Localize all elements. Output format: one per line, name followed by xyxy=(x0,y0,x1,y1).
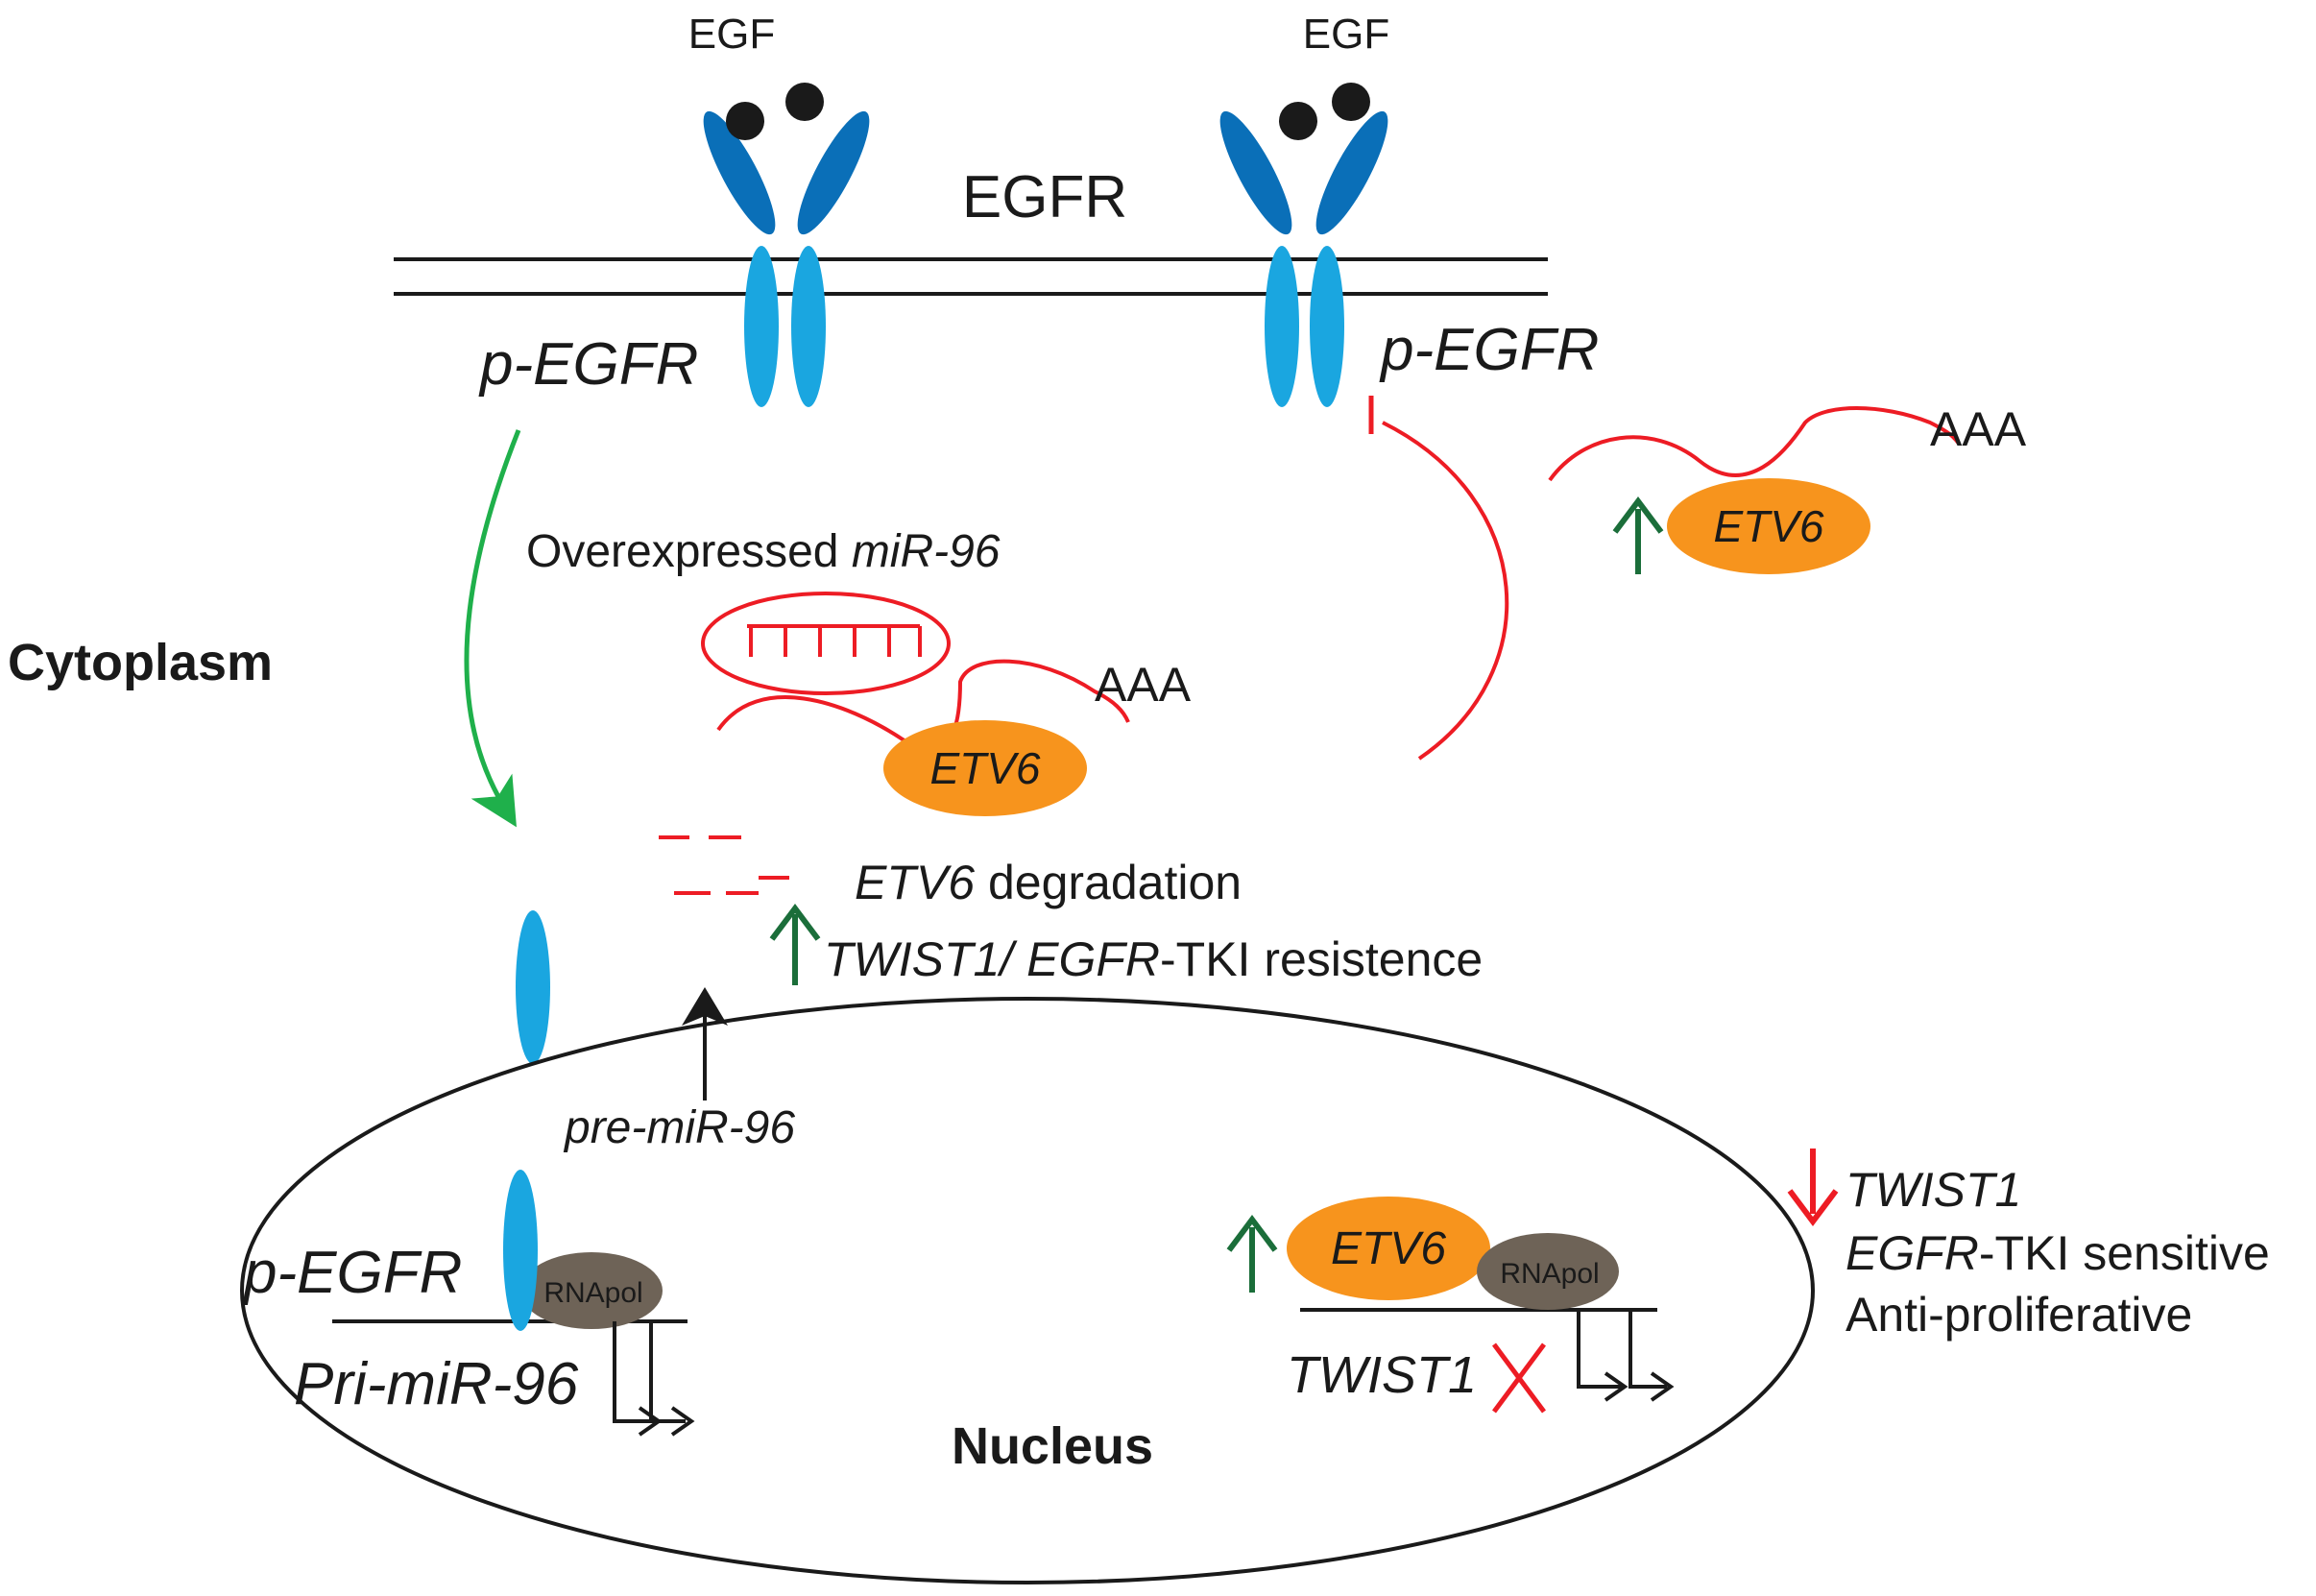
etv6-protein xyxy=(1667,478,1870,574)
tki-sensitive-label: EGFR-TKI sensitive xyxy=(1846,1226,2270,1280)
etv6-mrna-strand xyxy=(716,659,1130,752)
p-egfr-label: p-EGFR xyxy=(478,331,698,398)
cytoplasm-label: Cytoplasm xyxy=(8,634,273,691)
egf-ligand-left xyxy=(726,83,824,140)
twist1-gene-label: TWIST1 xyxy=(1287,1346,1477,1404)
egfr-transmembrane-domain xyxy=(1265,246,1299,407)
twist1-outcome-label: TWIST1 xyxy=(1846,1163,2021,1217)
overexpressed-mirna-label: Overexpressed miR-96 xyxy=(526,526,1001,577)
rna-polymerase xyxy=(520,1252,663,1329)
activation-arrow xyxy=(464,429,521,828)
p-egfr-nuclear xyxy=(503,1170,538,1331)
degraded-mrna-fragments xyxy=(659,835,789,895)
arrow-down-icon xyxy=(1787,1149,1839,1226)
p-egfr-label: p-EGFR xyxy=(1379,317,1599,383)
anti-proliferative-label: Anti-proliferative xyxy=(1846,1288,2192,1342)
etv6-degradation-label: ETV6 degradation xyxy=(855,856,1242,909)
egf-ligand-right xyxy=(1279,83,1370,140)
egfr-transmembrane-domain xyxy=(791,246,826,407)
etv6-mrna-strand xyxy=(1548,406,1961,482)
egfr-label: EGFR xyxy=(962,164,1127,230)
etv6-label: ETV6 xyxy=(1713,501,1823,551)
arrow-up-icon xyxy=(1612,496,1664,574)
mirna-mrna-complex xyxy=(701,592,1130,752)
p-egfr-label: p-EGFR xyxy=(242,1240,462,1306)
bent-arrow-icon xyxy=(613,1321,695,1437)
arrow-up-icon xyxy=(769,904,821,985)
egfr-receptor-left xyxy=(703,110,870,407)
rna-polymerase xyxy=(1477,1233,1619,1310)
arrow-up-icon xyxy=(682,987,728,1026)
mirna-loop xyxy=(701,592,951,695)
cell-membrane xyxy=(394,257,1548,296)
egfr-extracellular-arm xyxy=(703,110,776,235)
bent-arrow-icon xyxy=(1577,1310,1675,1402)
egfr-extracellular-arm xyxy=(1219,110,1292,235)
etv6-label: ETV6 xyxy=(1331,1223,1446,1274)
p-egfr-translocating xyxy=(516,910,550,1064)
etv6-protein xyxy=(1287,1197,1490,1300)
rnapol-label: RNApol xyxy=(543,1277,642,1309)
inhibition-curve xyxy=(1382,421,1509,761)
egfr-receptor-right xyxy=(1219,110,1388,407)
etv6-label: ETV6 xyxy=(929,743,1040,793)
nucleus-label: Nucleus xyxy=(952,1417,1153,1475)
egfr-transmembrane-domain xyxy=(744,246,779,407)
x-mark-icon xyxy=(1491,1342,1547,1414)
egfr-extracellular-arm xyxy=(1315,110,1388,235)
etv6-protein xyxy=(883,720,1087,816)
egf-label: EGF xyxy=(1303,11,1389,58)
egfr-transmembrane-domain xyxy=(1310,246,1344,407)
arrow-up-icon xyxy=(1226,1215,1278,1293)
egfr-extracellular-arm xyxy=(797,110,870,235)
egf-label: EGF xyxy=(688,11,775,58)
tki-resistance-label: TWIST1/ EGFR-TKI resistence xyxy=(824,932,1483,986)
rnapol-label: RNApol xyxy=(1500,1258,1599,1290)
pre-mirna-label: pre-miR-96 xyxy=(563,1102,795,1153)
pri-mirna-label: Pri-miR-96 xyxy=(294,1351,579,1417)
nucleus-envelope xyxy=(240,997,1815,1584)
poly-a-tail-label: AAA xyxy=(1930,402,2027,456)
poly-a-tail-label: AAA xyxy=(1095,658,1192,712)
